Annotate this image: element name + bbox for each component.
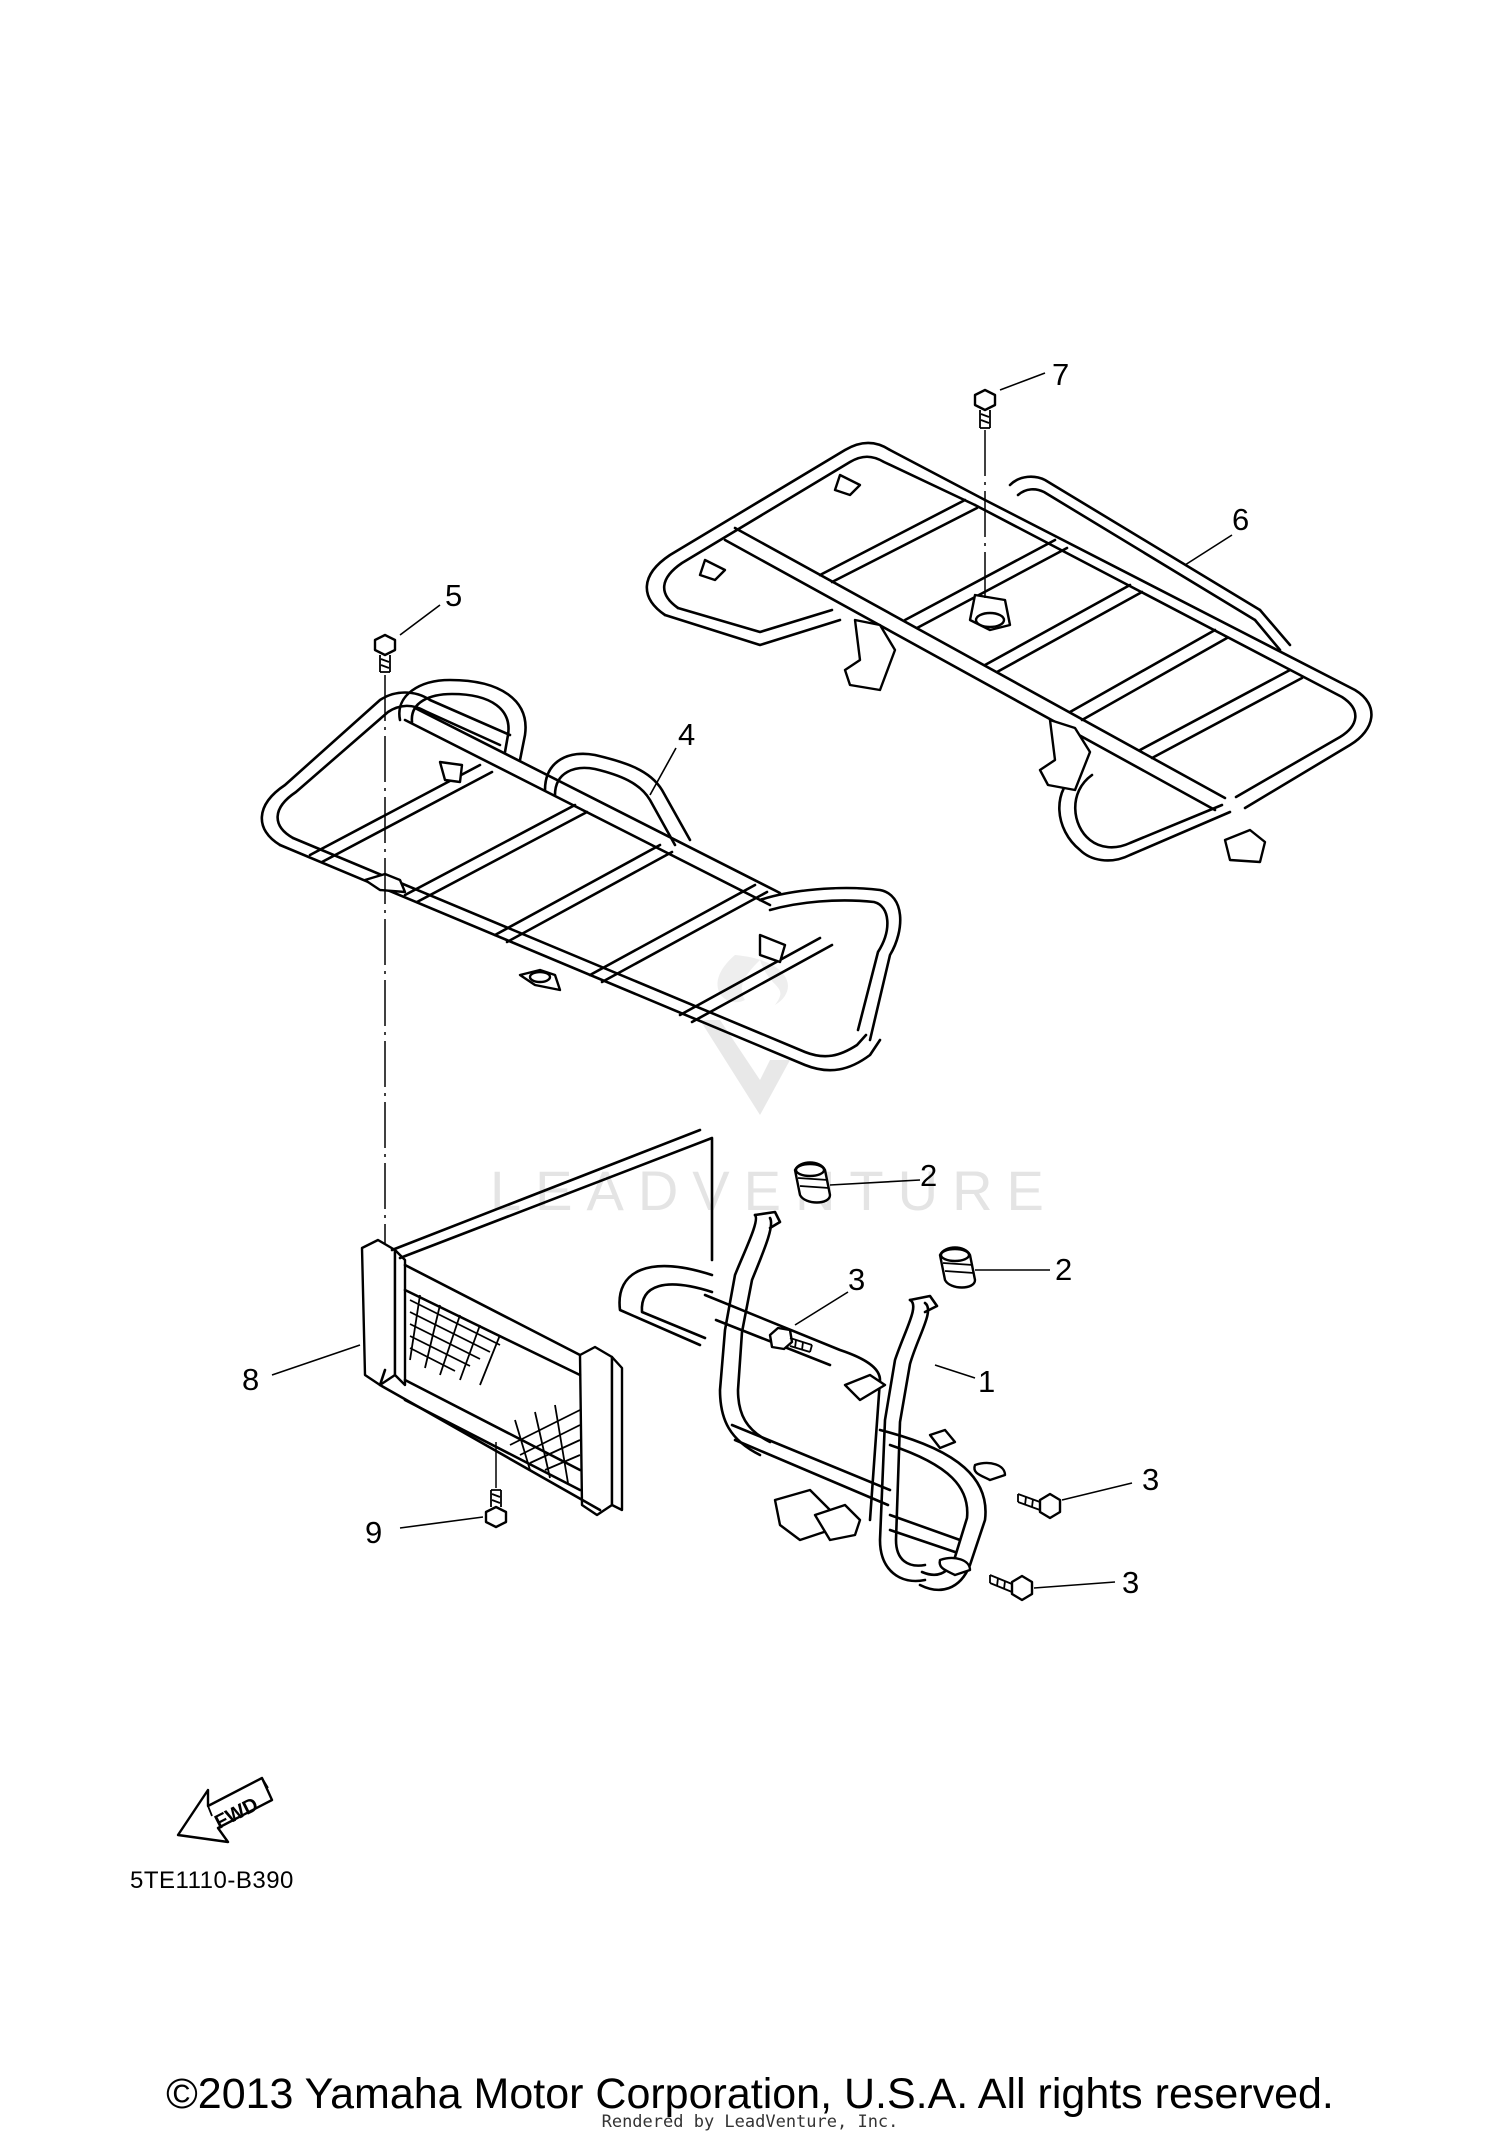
- callout-5: 5: [445, 578, 462, 613]
- callout-2-lower: 2: [1055, 1252, 1072, 1287]
- bolt-part-5: [373, 633, 397, 673]
- bolt-part-9: [484, 1489, 508, 1529]
- front-carrier-part-4: [260, 678, 902, 1072]
- callout-3-lower: 3: [1122, 1565, 1139, 1600]
- leader-4: [649, 747, 677, 796]
- leader-3-lower: [1033, 1581, 1116, 1589]
- front-guard-part-8: [360, 1128, 714, 1517]
- callout-9: 9: [365, 1515, 382, 1550]
- forward-arrow-icon: [176, 1776, 274, 1844]
- plug-part-2-lower: [938, 1246, 977, 1289]
- leader-7: [999, 372, 1046, 391]
- callout-2-upper: 2: [920, 1158, 937, 1193]
- plug-part-2-upper: [793, 1161, 832, 1204]
- leader-5: [399, 604, 441, 636]
- watermark-text: LEADVENTURE: [490, 1159, 1058, 1222]
- bolt-part-3-lower: [989, 1574, 1034, 1602]
- callout-8: 8: [242, 1362, 259, 1397]
- leader-9: [399, 1516, 484, 1529]
- callout-7: 7: [1052, 357, 1069, 392]
- copyright-notice: ©2013 Yamaha Motor Corporation, U.S.A. A…: [166, 2070, 1334, 2118]
- callout-4: 4: [678, 717, 695, 752]
- diagram-code: 5TE1110-B390: [130, 1867, 294, 1894]
- bolt-part-7: [973, 388, 997, 429]
- callout-3-upper: 3: [848, 1262, 865, 1297]
- bolt-part-3-upper: [768, 1326, 813, 1353]
- leader-3-upper: [794, 1291, 849, 1326]
- bolt-part-3-middle: [1017, 1492, 1062, 1520]
- front-bumper-part-1: [618, 1210, 1007, 1592]
- leader-1: [934, 1364, 976, 1379]
- leader-3-middle: [1061, 1482, 1133, 1501]
- leader-8: [271, 1344, 361, 1376]
- watermark-logo: [700, 955, 790, 1115]
- rendered-by-notice: Rendered by LeadVenture, Inc.: [601, 2112, 899, 2132]
- callout-6: 6: [1232, 502, 1249, 537]
- rear-carrier-part-6: [645, 441, 1373, 864]
- callout-1: 1: [978, 1364, 995, 1399]
- leader-2-upper: [829, 1179, 921, 1186]
- callout-3-middle: 3: [1142, 1462, 1159, 1497]
- leader-6: [1184, 534, 1233, 566]
